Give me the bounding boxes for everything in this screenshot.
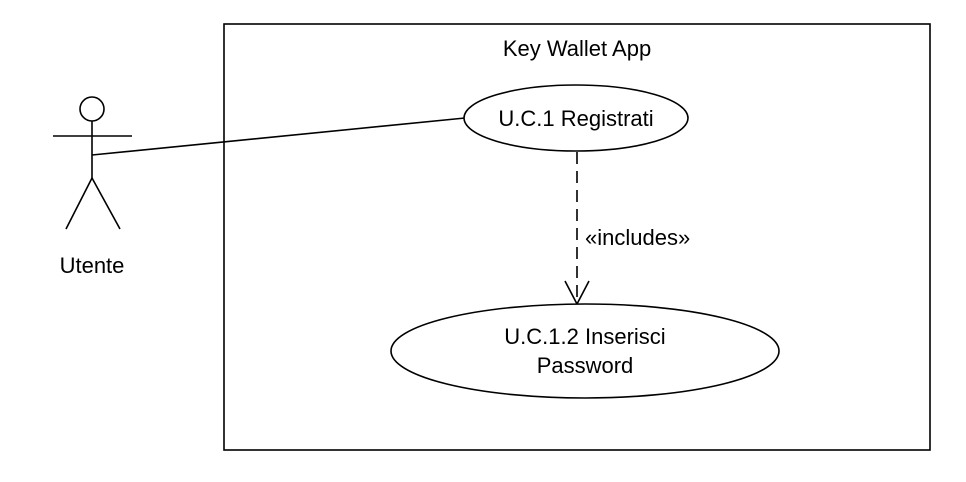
include-stereotype-label: «includes» bbox=[585, 225, 690, 250]
association-line bbox=[91, 117, 466, 156]
use-case-label: U.C.1 Registrati bbox=[498, 106, 653, 131]
use-case-label-line-2: Password bbox=[537, 353, 634, 378]
use-case-inserisci-password[interactable]: U.C.1.2 Inserisci Password bbox=[390, 303, 780, 399]
use-case-label-line-1: U.C.1.2 Inserisci bbox=[504, 324, 665, 349]
actor-figure[interactable] bbox=[53, 96, 132, 230]
use-case-ellipse bbox=[390, 303, 780, 399]
actor-left-leg bbox=[65, 177, 93, 230]
use-case-registrati[interactable]: U.C.1 Registrati bbox=[463, 84, 689, 152]
actor-right-leg bbox=[91, 177, 121, 230]
use-case-ellipse bbox=[463, 84, 689, 152]
system-title: Key Wallet App bbox=[503, 36, 651, 61]
actor-head bbox=[79, 96, 105, 122]
actor-label: Utente bbox=[60, 253, 125, 278]
